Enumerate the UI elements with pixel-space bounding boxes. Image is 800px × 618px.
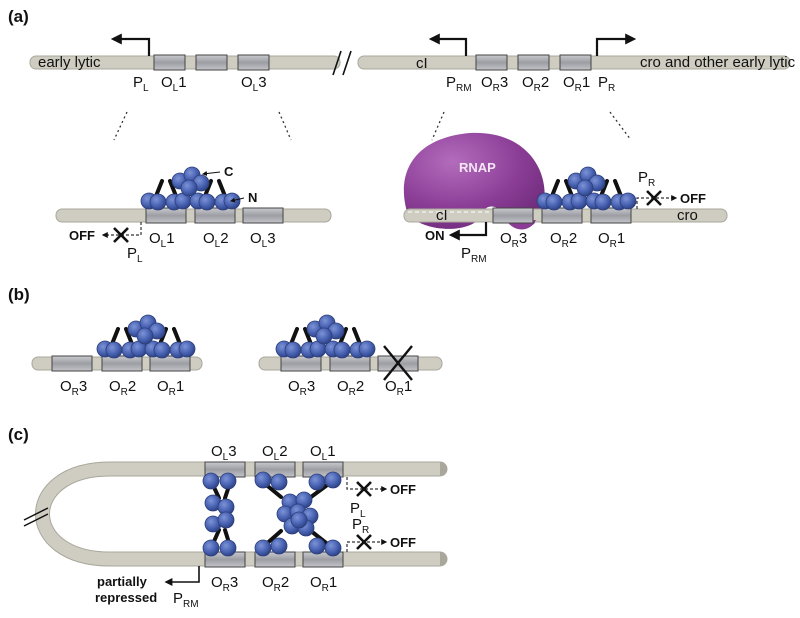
c-prm-label: PRM	[173, 590, 199, 610]
zoom-line	[609, 111, 632, 141]
ci-octamer-loop	[202, 471, 342, 557]
c-prm-arrow	[164, 566, 200, 586]
or3-label-top: OR3	[481, 74, 508, 94]
b-left-operator-or1	[149, 355, 191, 372]
or1-label: OR1	[598, 230, 625, 250]
ol1-label: OL1	[149, 230, 175, 250]
operator-or3-top	[475, 54, 508, 71]
b-right-or3-label: OR3	[288, 378, 315, 398]
or2-label: OR2	[550, 230, 577, 250]
ol1-label-top: OL1	[161, 74, 187, 94]
panel-label-a: (a)	[8, 7, 29, 26]
operator-or1-top	[559, 54, 592, 71]
rnap-label: RNAP	[459, 160, 496, 175]
or1-label-top: OR1	[563, 74, 590, 94]
pr-label-top: PR	[598, 74, 615, 94]
b-left-or3-label: OR3	[60, 378, 87, 398]
repressed-label: repressed	[95, 590, 157, 605]
b-left-operator-or3	[51, 355, 93, 372]
pl-label-zoom: PL	[127, 245, 143, 265]
operator-ol2	[194, 207, 236, 224]
ci-label-zoom: cI	[436, 207, 448, 224]
c-ol2-label: OL2	[262, 443, 288, 463]
operator-or2-top	[517, 54, 550, 71]
c-pr-blocked-arrow	[346, 539, 388, 552]
operator-or2	[541, 207, 583, 224]
c-pr-off-label: OFF	[390, 535, 416, 550]
n-terminal-label: N	[248, 190, 257, 205]
c-pl-off-label: OFF	[390, 482, 416, 497]
pl-off-label: OFF	[69, 228, 95, 243]
c-pl-blocked-arrow	[346, 477, 388, 492]
or1-mutated-cross	[383, 345, 413, 381]
operator-or3	[492, 207, 534, 224]
c-ol1-label: OL1	[310, 443, 336, 463]
prm-on-arrow	[448, 222, 488, 241]
ol3-label: OL3	[250, 230, 276, 250]
operator-ol1-top	[153, 54, 186, 71]
pl-blocked-arrow	[101, 222, 142, 238]
pr-blocked-cross	[646, 190, 662, 206]
c-pl-blocked-cross	[356, 481, 372, 497]
pr-promoter-arrow	[595, 33, 637, 56]
c-terminal-pointer	[202, 171, 221, 177]
c-or3-label: OR3	[211, 574, 238, 594]
panel-label-c: (c)	[8, 425, 29, 444]
b-right-or1-label: OR1	[385, 378, 412, 398]
pl-blocked-cross	[113, 227, 129, 243]
dna-break-mark	[23, 507, 49, 527]
partially-label: partially	[97, 574, 148, 589]
cro-label-zoom: cro	[677, 207, 698, 224]
c-or1-label: OR1	[310, 574, 337, 594]
prm-on-label: ON	[425, 228, 445, 243]
b-left-ci-tetramer	[95, 314, 197, 360]
pr-label-zoom: PR	[638, 169, 655, 189]
operator-ol1	[145, 207, 187, 224]
b-left-or2-label: OR2	[109, 378, 136, 398]
operator-ol3-top	[237, 54, 270, 71]
c-pl-label: PL	[350, 500, 366, 520]
n-terminal-pointer	[230, 197, 245, 203]
panel-label-b: (b)	[8, 285, 30, 304]
c-terminal-label: C	[224, 164, 234, 179]
prm-label-zoom: PRM	[461, 245, 487, 265]
ol2-label: OL2	[203, 230, 229, 250]
operator-or1	[590, 207, 632, 224]
pr-blocked-arrow	[636, 195, 678, 209]
ol3-label-top: OL3	[241, 74, 267, 94]
looped-dna-fill	[36, 462, 440, 566]
prm-promoter-arrow	[428, 33, 468, 56]
ol-dna-strand	[55, 208, 332, 223]
c-pr-label: PR	[352, 516, 369, 536]
pl-label-top: PL	[133, 74, 149, 94]
b-left-or1-label: OR1	[157, 378, 184, 398]
c-or2-label: OR2	[262, 574, 289, 594]
pl-promoter-arrow	[110, 33, 151, 56]
b-left-operator-or2	[101, 355, 143, 372]
c-ol3-label: OL3	[211, 443, 237, 463]
early-lytic-label: early lytic	[38, 54, 101, 71]
looped-dna	[35, 461, 448, 567]
prm-label-top: PRM	[446, 74, 472, 94]
b-right-operator-or3	[280, 355, 322, 372]
cro-early-lytic-label: cro and other early lytic	[640, 54, 796, 71]
rnap-polymerase	[403, 132, 545, 230]
ci-gene-label: cI	[416, 55, 428, 72]
pr-off-label: OFF	[680, 191, 706, 206]
b-right-or2-label: OR2	[337, 378, 364, 398]
b-right-ci-tetramer	[274, 314, 377, 360]
c-pr-blocked-cross	[356, 534, 372, 550]
b-right-operator-or2	[329, 355, 371, 372]
or2-label-top: OR2	[522, 74, 549, 94]
or3-label: OR3	[500, 230, 527, 250]
zoom-line	[431, 111, 445, 141]
ci-tetramer-or	[535, 166, 638, 212]
zoom-line	[278, 111, 292, 141]
operator-ol2-top	[195, 54, 228, 71]
ci-tetramer-ol	[139, 166, 242, 212]
zoom-line	[113, 111, 128, 141]
operator-ol3	[242, 207, 284, 224]
